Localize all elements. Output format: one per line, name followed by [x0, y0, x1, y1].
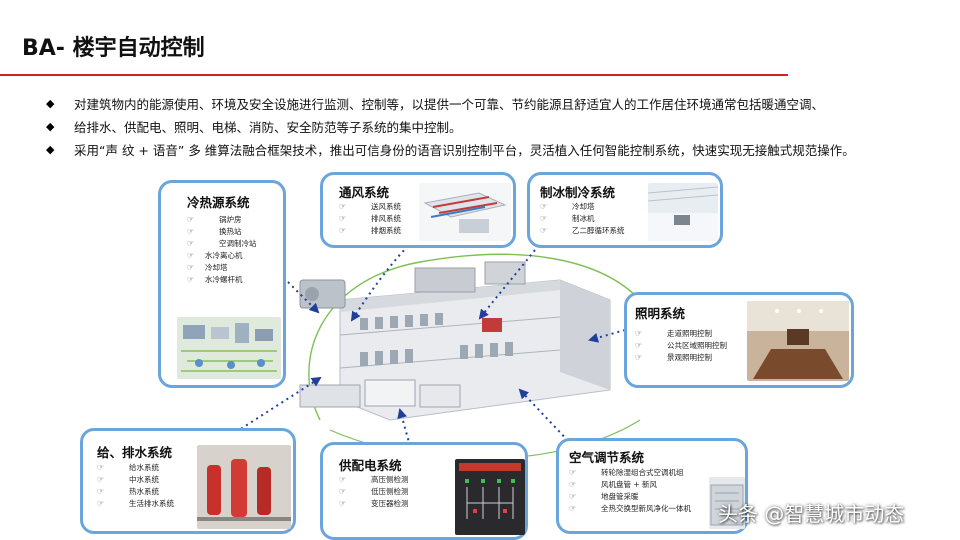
- list-item: ☞公共区域照明控制: [635, 340, 727, 350]
- list-item: ☞变压器检测: [339, 498, 409, 508]
- pointing-hand-icon: ☞: [339, 225, 347, 235]
- watermark-text: 头条 @智慧城市动态: [718, 502, 905, 526]
- pointing-hand-icon: ☞: [540, 225, 548, 235]
- list-item: ☞排烟系统: [339, 225, 401, 235]
- list-item: ☞送风系统: [339, 201, 401, 211]
- list-item: ☞排风系统: [339, 213, 401, 223]
- connector-arrow: [478, 249, 536, 320]
- pointing-hand-icon: ☞: [540, 213, 548, 223]
- panel-title: 冷热源系统: [187, 195, 250, 210]
- pointing-hand-icon: ☞: [97, 498, 105, 508]
- pointing-hand-icon: ☞: [187, 226, 195, 236]
- list-item: ☞地盘管采暖: [569, 491, 639, 501]
- panel-ice-refrigeration: 制冰制冷系统 ☞冷却塔 ☞制冰机 ☞乙二醇循环系统: [527, 172, 723, 248]
- pointing-hand-icon: ☞: [97, 462, 105, 472]
- pointing-hand-icon: ☞: [635, 328, 643, 338]
- conference-room-photo: [747, 301, 849, 381]
- pointing-hand-icon: ☞: [635, 352, 643, 362]
- ice-rink-photo: [648, 183, 718, 241]
- list-item: ☞走道照明控制: [635, 328, 712, 338]
- list-item: ☞高压侧检测: [339, 474, 409, 484]
- list-item: ☞锅炉房: [187, 214, 242, 224]
- pump-room-photo: [197, 445, 291, 529]
- pointing-hand-icon: ☞: [187, 250, 195, 260]
- bullet-item: ◆ 对建筑物内的能源使用、环境及安全设施进行监测、控制等，以提供一个可靠、节约能…: [46, 92, 956, 115]
- ventilation-diagram-photo: [419, 183, 511, 241]
- pointing-hand-icon: ☞: [569, 503, 577, 513]
- list-item: ☞换热站: [187, 226, 242, 236]
- pointing-hand-icon: ☞: [187, 238, 195, 248]
- panel-title: 制冰制冷系统: [540, 185, 616, 200]
- pointing-hand-icon: ☞: [339, 486, 347, 496]
- bullet-text: 给排水、供配电、照明、电梯、消防、安全防范等子系统的集中控制。: [74, 120, 462, 135]
- panel-power-distribution: 供配电系统 ☞高压侧检测 ☞低压侧检测 ☞变压器检测: [320, 442, 528, 540]
- list-item: ☞生活排水系统: [97, 498, 174, 508]
- pointing-hand-icon: ☞: [339, 498, 347, 508]
- panel-title: 通风系统: [339, 185, 390, 200]
- list-item: ☞水冷离心机: [187, 250, 243, 260]
- bullet-text: 采用“声 纹 + 语音” 多 维算法融合框架技术，推出可信身份的语音识别控制平台…: [74, 143, 855, 158]
- connector-arrow: [588, 329, 626, 343]
- pointing-hand-icon: ☞: [569, 491, 577, 501]
- connector-arrow: [518, 388, 573, 446]
- panel-title: 空气调节系统: [569, 450, 645, 465]
- list-item: ☞空调制冷站: [187, 238, 257, 248]
- connector-arrow: [287, 281, 320, 314]
- connector-arrow: [235, 376, 322, 433]
- list-item: ☞水冷螺杆机: [187, 274, 243, 284]
- panel-ventilation: 通风系统 ☞送风系统 ☞排风系统 ☞排烟系统: [320, 172, 516, 248]
- list-item: ☞全热交换型新风净化一体机: [569, 503, 691, 513]
- list-item: ☞热水系统: [97, 486, 159, 496]
- page-title: BA- 楼宇自动控制: [22, 36, 205, 61]
- green-swoosh: [308, 253, 641, 421]
- list-item: ☞中水系统: [97, 474, 159, 484]
- connector-arrow: [397, 408, 411, 447]
- list-item: ☞低压侧检测: [339, 486, 409, 496]
- bullet-text: 对建筑物内的能源使用、环境及安全设施进行监测、控制等，以提供一个可靠、节约能源且…: [74, 97, 825, 112]
- bullet-item: ◆ 采用“声 纹 + 语音” 多 维算法融合框架技术，推出可信身份的语音识别控制…: [46, 138, 956, 161]
- pointing-hand-icon: ☞: [339, 213, 347, 223]
- panel-lighting: 照明系统 ☞走道照明控制 ☞公共区域照明控制 ☞景观照明控制: [624, 292, 854, 388]
- building-illustration: [299, 261, 611, 421]
- pointing-hand-icon: ☞: [97, 486, 105, 496]
- panel-title: 照明系统: [635, 306, 686, 321]
- pointing-hand-icon: ☞: [339, 201, 347, 211]
- title-underline: [0, 74, 788, 76]
- diamond-bullet-icon: ◆: [46, 120, 55, 133]
- bullet-list: ◆ 对建筑物内的能源使用、环境及安全设施进行监测、控制等，以提供一个可靠、节约能…: [46, 92, 956, 161]
- list-item: ☞景观照明控制: [635, 352, 712, 362]
- pointing-hand-icon: ☞: [635, 340, 643, 350]
- air-handling-unit-photo: [709, 477, 745, 529]
- list-item: ☞转轮除湿组合式空调机组: [569, 467, 684, 477]
- plant-room-photo: [177, 317, 281, 379]
- list-item: ☞冷却塔: [540, 201, 595, 211]
- list-item: ☞冷却塔: [187, 262, 228, 272]
- connector-arrow: [350, 245, 409, 322]
- diamond-bullet-icon: ◆: [46, 143, 55, 156]
- list-item: ☞乙二醇循环系统: [540, 225, 625, 235]
- pointing-hand-icon: ☞: [569, 479, 577, 489]
- diamond-bullet-icon: ◆: [46, 97, 55, 110]
- pointing-hand-icon: ☞: [187, 214, 195, 224]
- pointing-hand-icon: ☞: [540, 201, 548, 211]
- panel-title: 给、排水系统: [97, 445, 173, 460]
- panel-heating-cooling-source: 冷热源系统 ☞锅炉房 ☞换热站 ☞空调制冷站 ☞水冷离心机 ☞冷却塔 ☞水冷螺杆…: [158, 180, 286, 388]
- panel-air-conditioning: 空气调节系统 ☞转轮除湿组合式空调机组 ☞风机盘管 + 新风 ☞地盘管采暖 ☞全…: [556, 438, 748, 534]
- panel-title: 供配电系统: [339, 458, 402, 473]
- panel-water-supply-drainage: 给、排水系统 ☞给水系统 ☞中水系统 ☞热水系统 ☞生活排水系统: [80, 428, 296, 534]
- pointing-hand-icon: ☞: [569, 467, 577, 477]
- power-panel-photo: [455, 459, 525, 535]
- bullet-item: ◆ 给排水、供配电、照明、电梯、消防、安全防范等子系统的集中控制。: [46, 115, 956, 138]
- pointing-hand-icon: ☞: [187, 274, 195, 284]
- list-item: ☞制冰机: [540, 213, 595, 223]
- pointing-hand-icon: ☞: [339, 474, 347, 484]
- list-item: ☞风机盘管 + 新风: [569, 479, 658, 489]
- list-item: ☞给水系统: [97, 462, 159, 472]
- pointing-hand-icon: ☞: [187, 262, 195, 272]
- pointing-hand-icon: ☞: [97, 474, 105, 484]
